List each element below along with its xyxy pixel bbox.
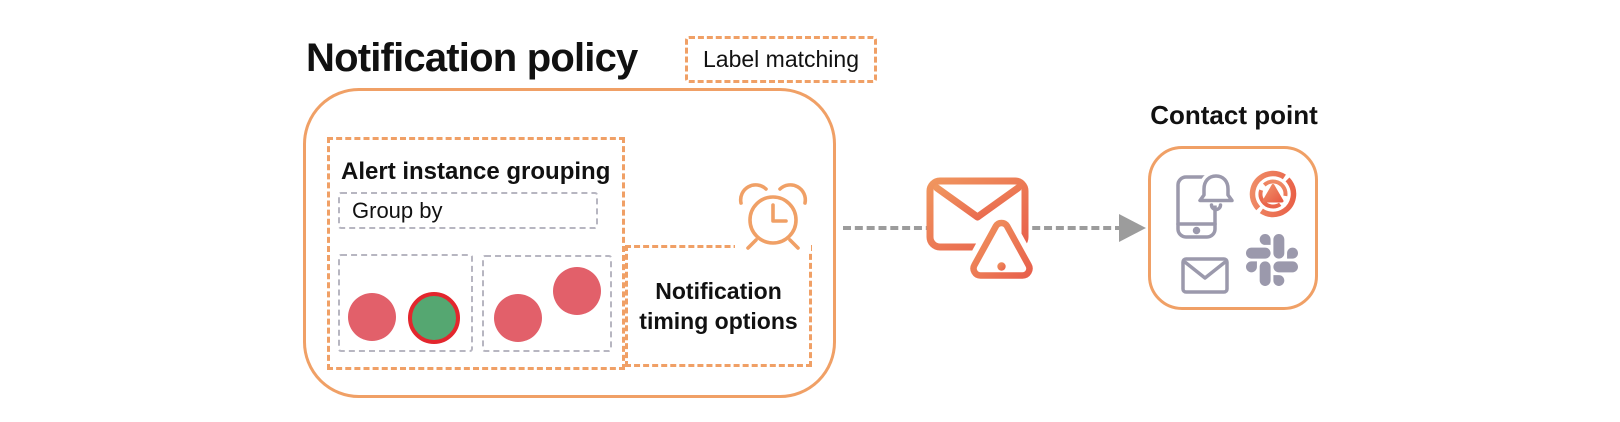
- alert-group-1: [338, 254, 473, 352]
- label-matching-badge: Label matching: [685, 36, 877, 83]
- grafana-oncall-icon: [1249, 170, 1297, 218]
- group-by-field: Group by: [338, 192, 598, 229]
- contact-point-title: Contact point: [1150, 100, 1318, 130]
- email-alert-icon: [926, 177, 1038, 285]
- alert-instance-dot: [553, 267, 601, 315]
- alert-group-2: [482, 255, 612, 352]
- group-by-label: Group by: [352, 197, 443, 223]
- label-matching-text: Label matching: [703, 46, 859, 72]
- alert-instance-grouping-box: [327, 137, 625, 370]
- slack-icon: [1246, 234, 1298, 286]
- email-icon: [1181, 257, 1229, 294]
- dashed-arrow-head-icon: [1119, 214, 1146, 242]
- notification-timing-options-box: Notification timing options: [625, 245, 812, 367]
- alert-instance-grouping-title: Alert instance grouping: [341, 158, 611, 185]
- alarm-clock-icon: [735, 183, 811, 252]
- page-title: Notification policy: [306, 36, 638, 80]
- alert-instance-dot: [494, 294, 542, 342]
- mobile-push-notification-icon: [1176, 171, 1237, 239]
- alert-instance-dot: [408, 292, 460, 344]
- alert-instance-dot: [348, 293, 396, 341]
- notification-timing-options-label: Notification timing options: [639, 278, 798, 334]
